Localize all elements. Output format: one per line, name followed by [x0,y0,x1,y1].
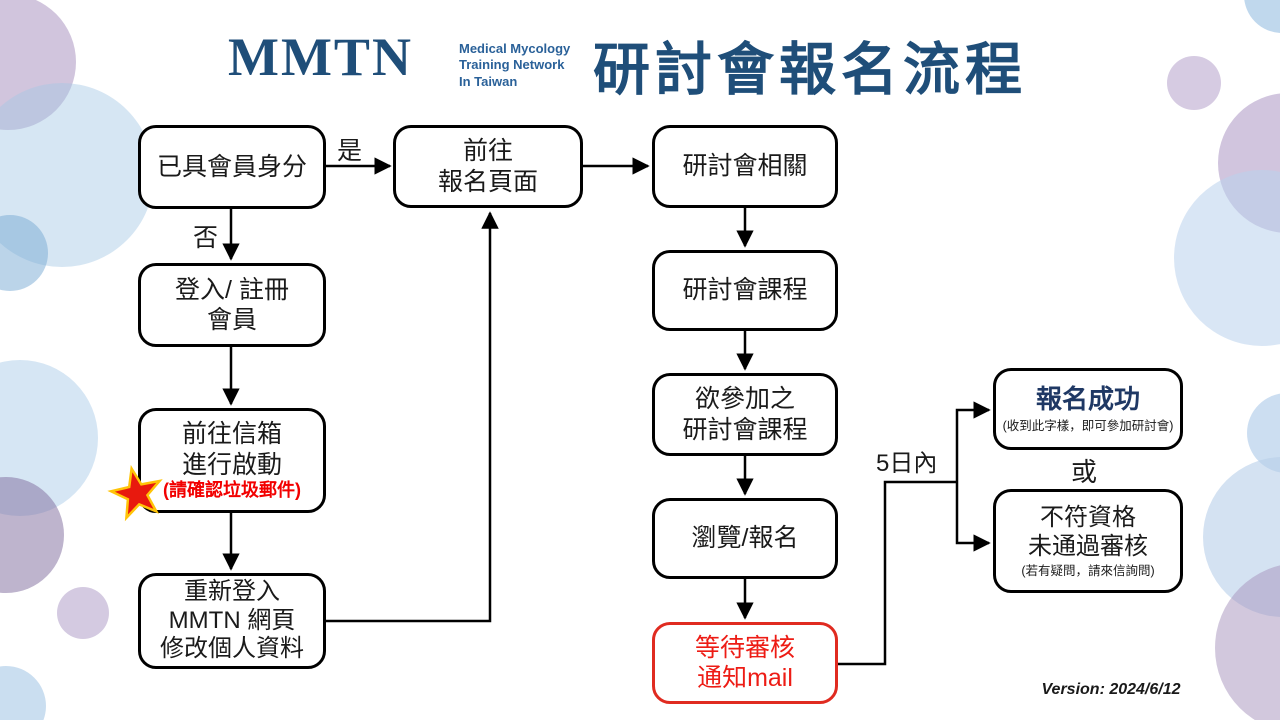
flow-box-not-qualified: 不符資格 未通過審核 (若有疑問，請來信詢問) [993,489,1183,593]
flow-box-goto-registration-page: 前往 報名頁面 [393,125,583,208]
box-text: 進行啟動 [181,450,282,479]
box-text: 欲參加之 [694,385,795,413]
version-text: Version: 2024/6/12 [1041,681,1181,698]
box-text: 研討會課程 [682,276,808,305]
flow-box-registration-success: 報名成功 (收到此字樣，即可參加研討會) [993,368,1183,450]
mmtn-logo-tagline: Medical Mycology Training Network In Tai… [459,41,570,90]
flow-box-activate-mailbox: 前往信箱 進行啟動 (請確認垃圾郵件) [138,408,326,513]
box-text: 不符資格 [1040,503,1136,531]
box-text: 未通過審核 [1028,532,1148,560]
box-text: 修改個人資料 [160,635,304,663]
box-text: 前往信箱 [181,420,282,449]
mmtn-logo: MMTN [228,27,413,87]
decor-circle [1167,56,1221,110]
box-text: 研討會相關 [682,152,808,181]
decor-circle [57,587,109,639]
success-note: (收到此字樣，即可參加研討會) [1002,418,1174,433]
branch-label-no: 否 [193,224,219,252]
box-text: 重新登入 [184,577,280,605]
branch-label-yes: 是 [337,137,363,165]
tagline-line: Medical Mycology [459,41,571,56]
connector-wait-to-branch [838,480,958,666]
box-text: 報名頁面 [437,167,538,196]
box-text: 前往 [462,137,513,165]
box-text: 會員 [206,306,257,334]
box-text: 登入/ 註冊 [175,275,289,304]
rejected-note: (若有疑問，請來信詢問) [1021,564,1155,579]
box-text: 研討會課程 [682,415,808,444]
flow-box-desired-courses: 欲參加之 研討會課程 [652,373,838,456]
spam-warning-note: (請確認垃圾郵件) [163,480,301,501]
box-text: 通知mail [697,664,793,692]
flow-box-seminar-related: 研討會相關 [652,125,838,208]
decor-circle [0,666,46,720]
flow-box-browse-register: 瀏覽/報名 [652,498,838,579]
box-text: 報名成功 [1035,384,1140,415]
box-text: 瀏覽/報名 [691,524,799,553]
decor-circle [1244,0,1280,33]
connector-relogin-to-goto [326,211,499,623]
tagline-line: In Taiwan [459,73,518,89]
box-text: MMTN 網頁 [168,606,296,634]
branch-label-within-5-days: 5日內 [876,450,938,477]
decor-circle [1174,170,1280,346]
flow-box-wait-review-mail: 等待審核 通知mail [652,622,838,704]
branch-label-or: 或 [1071,457,1098,487]
flow-box-relogin-edit-profile: 重新登入 MMTN 網頁 修改個人資料 [138,573,326,669]
flow-box-login-register: 登入/ 註冊 會員 [138,263,326,347]
flow-box-seminar-courses: 研討會課程 [652,250,838,331]
connector-branch-to-rejected [955,482,991,552]
tagline-line: Training Network [459,57,565,73]
page-title: 研討會報名流程 [593,38,1027,102]
box-text: 等待審核 [694,633,795,662]
box-text: 已具會員身分 [156,152,307,181]
flow-box-member-status: 已具會員身分 [138,125,326,209]
connector-branch-to-success [955,401,991,482]
